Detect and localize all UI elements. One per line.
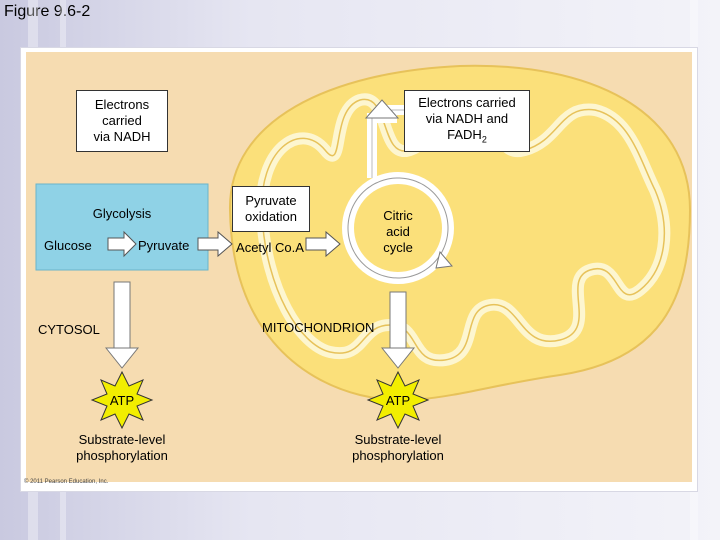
- left-down-arrowhead-icon: [104, 347, 140, 369]
- left-down-arrow-shaft: [113, 281, 131, 349]
- atp-right-label: ATP: [385, 393, 411, 408]
- substrate-level-right-label: Substrate-level phosphorylation: [352, 432, 444, 463]
- electrons-nadh-fadh2-box: Electrons carried via NADH and FADH2: [404, 90, 530, 152]
- matrix-region: [338, 166, 458, 290]
- up-arrowhead-icon: [364, 99, 400, 119]
- citric-acid-cycle-label: Citric acid cycle: [383, 208, 413, 255]
- atp-burst-left-icon: [90, 370, 154, 430]
- glucose-to-pyruvate-arrow: [107, 230, 137, 258]
- acetyl-coa-label: Acetyl Co.A: [236, 240, 304, 255]
- fadh2-subscript: 2: [481, 134, 487, 145]
- pyruvate-oxidation-box: Pyruvate oxidation: [232, 186, 310, 232]
- cycle-arrowhead-icon: [435, 250, 453, 269]
- glycolysis-label: Glycolysis: [92, 206, 152, 221]
- cytosol-label: CYTOSOL: [38, 322, 100, 337]
- atp-burst-right-icon: [366, 370, 430, 430]
- electrons-nadh-fadh2-label: Electrons carried via NADH and FADH: [418, 94, 516, 142]
- acetyl-coa-to-cycle-arrow: [305, 230, 341, 258]
- atp-left-label: ATP: [109, 393, 135, 408]
- pyruvate-label: Pyruvate: [138, 238, 190, 253]
- glycolysis-box: [35, 183, 209, 271]
- citric-acid-cycle-ring-outline: [347, 177, 449, 279]
- slide-title: Figure 9.6-2: [4, 3, 91, 20]
- right-down-arrow-shaft: [389, 291, 407, 349]
- glucose-label: Glucose: [44, 238, 92, 253]
- electrons-nadh-box: Electrons carried via NADH: [76, 90, 168, 152]
- copyright-text: © 2011 Pearson Education, Inc.: [24, 479, 109, 485]
- right-down-arrowhead-icon: [380, 347, 416, 369]
- substrate-level-left-label: Substrate-level phosphorylation: [76, 432, 168, 463]
- pyruvate-oxidation-arrow-left: [197, 230, 233, 258]
- mitochondrion-label: MITOCHONDRION: [262, 320, 375, 335]
